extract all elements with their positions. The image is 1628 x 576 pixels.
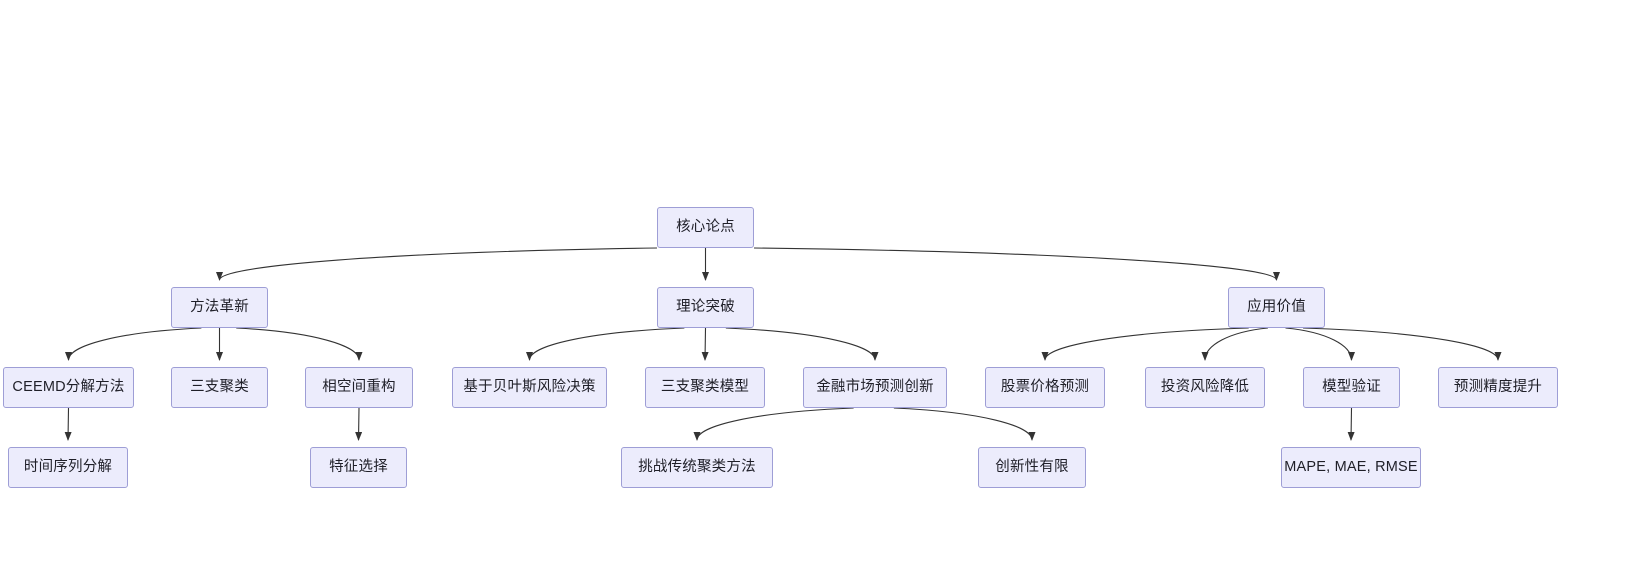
node-label: 应用价值: [1247, 299, 1306, 316]
node-label: 挑战传统聚类方法: [638, 459, 756, 476]
node-bayes[interactable]: 基于贝叶斯风险决策: [452, 367, 607, 408]
edge-ceemd-to-ts_decomp: [64, 407, 72, 441]
node-theory[interactable]: 理论突破: [657, 287, 754, 328]
node-label: MAPE, MAE, RMSE: [1284, 459, 1418, 476]
node-root[interactable]: 核心论点: [657, 207, 754, 248]
node-label: 特征选择: [329, 459, 388, 476]
node-metrics[interactable]: MAPE, MAE, RMSE: [1281, 447, 1421, 488]
node-label: 核心论点: [676, 219, 735, 236]
edge-method-to-phase_rec: [236, 327, 363, 361]
edge-application-to-risk_low: [1201, 327, 1268, 361]
node-ceemd[interactable]: CEEMD分解方法: [3, 367, 134, 408]
node-label: 金融市场预测创新: [816, 379, 934, 396]
edge-theory-to-fin_innov: [725, 327, 879, 361]
node-fin_innov[interactable]: 金融市场预测创新: [803, 367, 947, 408]
node-label: 创新性有限: [995, 459, 1069, 476]
edge-application-to-model_val: [1285, 327, 1355, 361]
edge-phase_rec-to-feat_sel: [355, 407, 363, 441]
node-ts_decomp[interactable]: 时间序列分解: [8, 447, 128, 488]
node-limited[interactable]: 创新性有限: [978, 447, 1086, 488]
node-phase_rec[interactable]: 相空间重构: [305, 367, 413, 408]
node-stock[interactable]: 股票价格预测: [985, 367, 1105, 408]
node-application[interactable]: 应用价值: [1228, 287, 1325, 328]
edge-fin_innov-to-challenge: [693, 407, 854, 441]
edge-fin_innov-to-limited: [893, 407, 1036, 441]
node-risk_low[interactable]: 投资风险降低: [1145, 367, 1265, 408]
node-model_val[interactable]: 模型验证: [1303, 367, 1400, 408]
node-label: 三支聚类模型: [660, 379, 750, 396]
edge-application-to-accuracy: [1303, 327, 1502, 361]
node-method[interactable]: 方法革新: [171, 287, 268, 328]
edge-root-to-method: [216, 247, 658, 281]
node-label: 模型验证: [1322, 379, 1381, 396]
node-label: 理论突破: [676, 299, 735, 316]
node-tri_clust[interactable]: 三支聚类: [171, 367, 268, 408]
node-challenge[interactable]: 挑战传统聚类方法: [621, 447, 773, 488]
node-tri_model[interactable]: 三支聚类模型: [645, 367, 765, 408]
node-label: CEEMD分解方法: [12, 379, 125, 396]
node-label: 股票价格预测: [1000, 379, 1090, 396]
node-label: 方法革新: [190, 299, 249, 316]
node-label: 时间序列分解: [23, 459, 113, 476]
node-label: 预测精度提升: [1453, 379, 1543, 396]
node-feat_sel[interactable]: 特征选择: [310, 447, 407, 488]
edge-theory-to-tri_model: [701, 327, 709, 361]
node-label: 相空间重构: [322, 379, 396, 396]
node-label: 投资风险降低: [1160, 379, 1250, 396]
edge-model_val-to-metrics: [1347, 407, 1355, 441]
node-label: 三支聚类: [190, 379, 249, 396]
node-accuracy[interactable]: 预测精度提升: [1438, 367, 1558, 408]
edge-application-to-stock: [1041, 327, 1249, 361]
edge-root-to-application: [753, 247, 1280, 281]
node-label: 基于贝叶斯风险决策: [463, 379, 596, 396]
edge-theory-to-bayes: [526, 327, 685, 361]
edge-method-to-ceemd: [65, 327, 202, 361]
